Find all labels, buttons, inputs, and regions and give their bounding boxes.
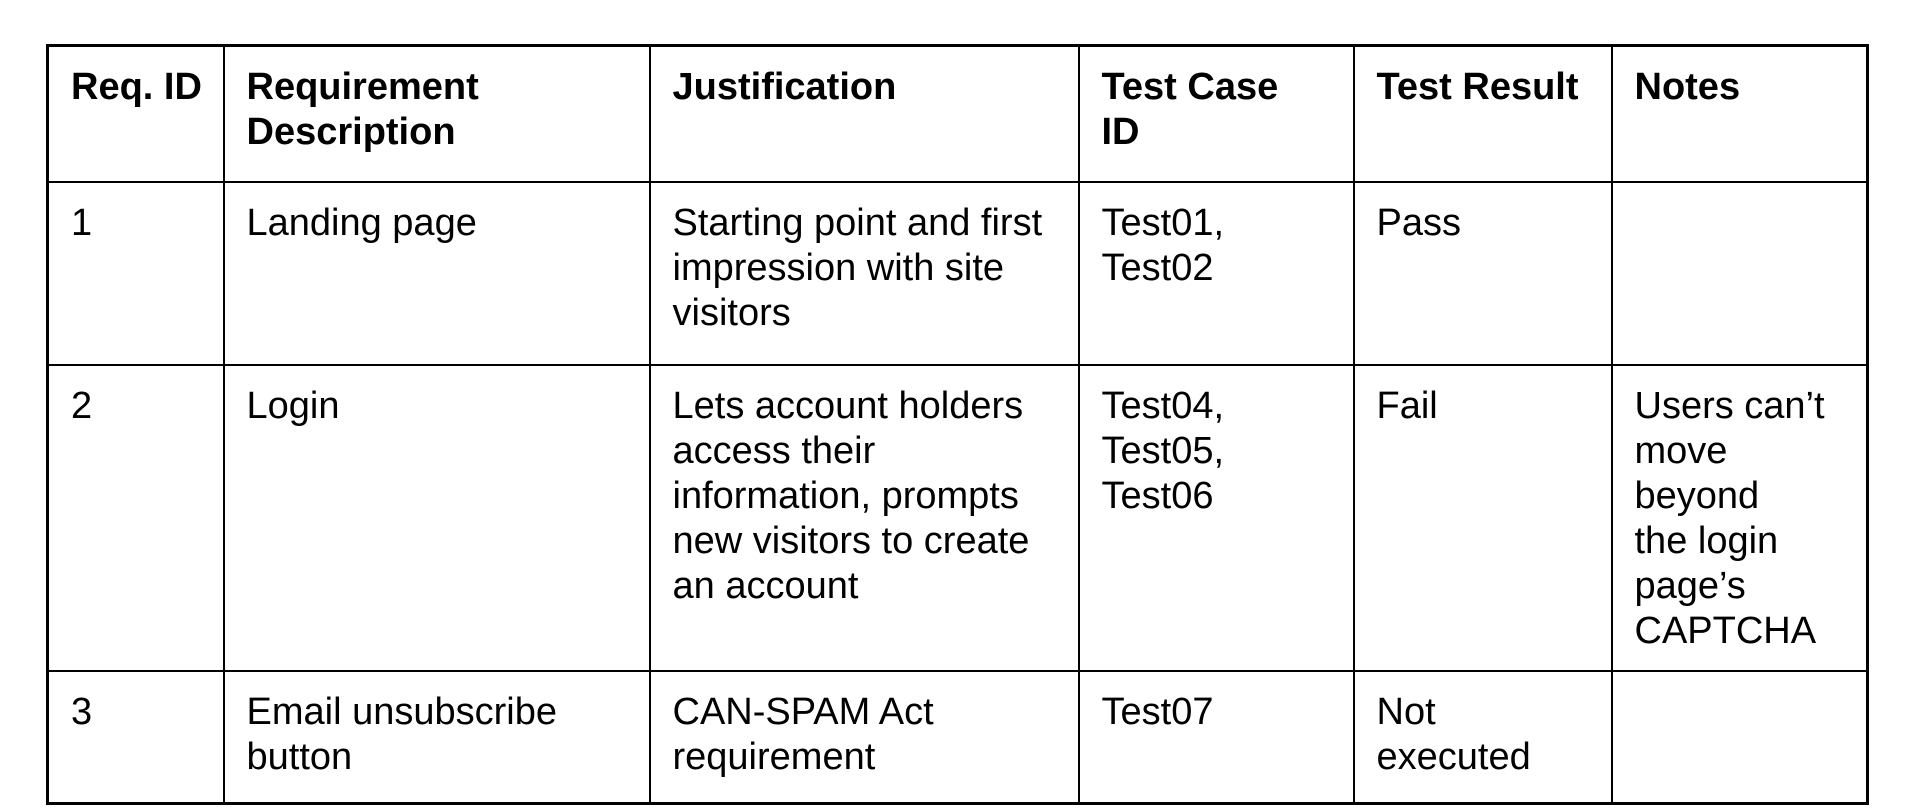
- table-row: 3 Email unsubscribe button CAN-SPAM Act …: [46, 669, 1869, 805]
- cell-req-id: 2: [46, 363, 225, 672]
- cell-test-result: Fail: [1352, 363, 1613, 672]
- column-header-justification: Justification: [648, 44, 1080, 183]
- cell-req-id: 1: [46, 180, 225, 366]
- cell-notes: Users can’t move beyond the login page’s…: [1610, 363, 1869, 672]
- table-row: 1 Landing page Starting point and first …: [46, 180, 1869, 366]
- column-header-requirement-description: Requirement Description: [222, 44, 651, 183]
- cell-test-case-id: Test07: [1077, 669, 1355, 805]
- column-header-test-case-id: Test Case ID: [1077, 44, 1355, 183]
- cell-notes: [1610, 669, 1869, 805]
- cell-justification: Starting point and first impression with…: [648, 180, 1080, 366]
- cell-notes: [1610, 180, 1869, 366]
- cell-test-result: Pass: [1352, 180, 1613, 366]
- cell-justification: CAN-SPAM Act requirement: [648, 669, 1080, 805]
- cell-justification: Lets account holders access their inform…: [648, 363, 1080, 672]
- cell-test-case-id: Test04, Test05, Test06: [1077, 363, 1355, 672]
- column-header-test-result: Test Result: [1352, 44, 1613, 183]
- table-row: 2 Login Lets account holders access thei…: [46, 363, 1869, 672]
- cell-test-case-id: Test01, Test02: [1077, 180, 1355, 366]
- column-header-notes: Notes: [1610, 44, 1869, 183]
- cell-requirement-description: Landing page: [222, 180, 651, 366]
- cell-requirement-description: Login: [222, 363, 651, 672]
- cell-test-result: Not executed: [1352, 669, 1613, 805]
- table-header-row: Req. ID Requirement Description Justific…: [46, 44, 1869, 183]
- cell-requirement-description: Email unsubscribe button: [222, 669, 651, 805]
- requirements-traceability-table: Req. ID Requirement Description Justific…: [46, 44, 1869, 805]
- column-header-req-id: Req. ID: [46, 44, 225, 183]
- cell-req-id: 3: [46, 669, 225, 805]
